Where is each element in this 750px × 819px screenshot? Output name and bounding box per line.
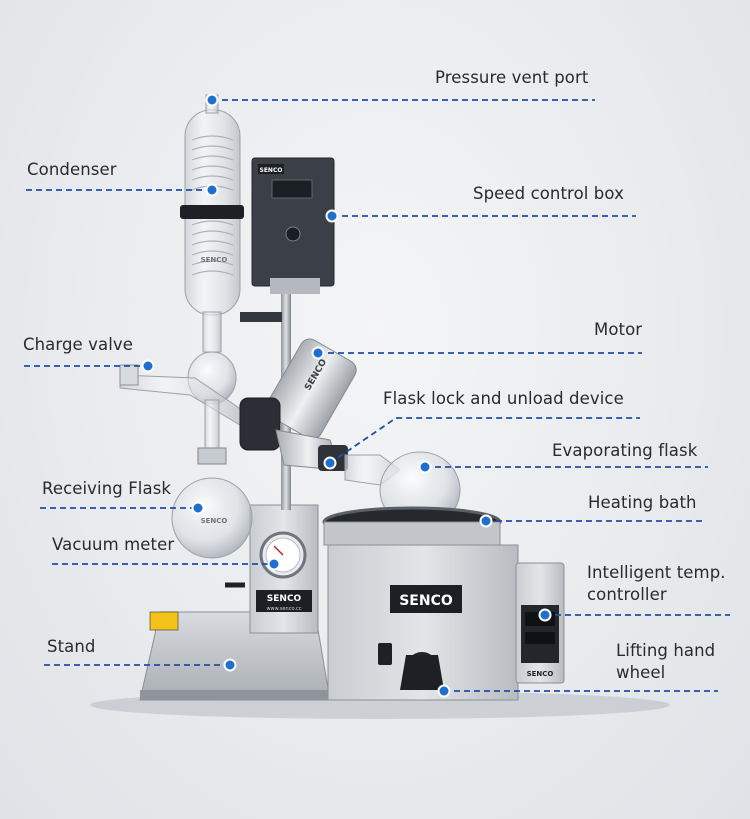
- stand-base-edge: [140, 690, 330, 700]
- marker-stand: [223, 658, 237, 672]
- condenser-logo: SENCO: [201, 256, 228, 264]
- label-intelligent-temp-line2: controller: [587, 585, 667, 604]
- marker-pressure-vent-port: [205, 93, 219, 107]
- label-heating-bath: Heating bath: [588, 493, 697, 512]
- label-evaporating-flask: Evaporating flask: [552, 441, 698, 460]
- label-lifting-line2: wheel: [616, 663, 666, 682]
- marker-flask-lock: [323, 456, 337, 470]
- charge-valve-tap: [119, 364, 139, 386]
- bath-label-plate: [390, 585, 462, 613]
- marker-motor: [311, 346, 325, 360]
- leader-flask-lock: [329, 417, 640, 464]
- controlbox-mount: [270, 278, 320, 294]
- controlbox-logo: SENCO: [260, 167, 283, 174]
- receiving-flask: [171, 477, 253, 559]
- marker-heating-bath: [479, 514, 493, 528]
- column-website: www.senco.cc: [266, 606, 301, 612]
- label-receiving-flask: Receiving Flask: [42, 479, 172, 498]
- marker-lifting-hand-wheel: [437, 684, 451, 698]
- marker-intelligent-temp: [538, 608, 552, 622]
- column-label-plate: [256, 590, 312, 612]
- label-condenser: Condenser: [27, 160, 117, 179]
- label-motor: Motor: [594, 320, 643, 339]
- warning-sticker: [149, 611, 179, 631]
- receiving-flask-logo: SENCO: [201, 517, 228, 525]
- condenser-arm-clamp: [240, 312, 282, 322]
- condenser-clamp: [180, 205, 244, 219]
- marker-evaporating-flask: [418, 460, 432, 474]
- label-lifting-hand-wheel: Lifting hand wheel: [616, 640, 715, 684]
- label-stand: Stand: [47, 637, 96, 656]
- marker-charge-valve: [141, 359, 155, 373]
- bath-logo: SENCO: [399, 593, 453, 609]
- column-logo: SENCO: [267, 594, 302, 604]
- controller-logo: SENCO: [527, 670, 554, 678]
- label-speed-control-box: Speed control box: [473, 184, 624, 203]
- marker-condenser: [205, 183, 219, 197]
- label-flask-lock: Flask lock and unload device: [383, 389, 624, 408]
- label-intelligent-temp: Intelligent temp. controller: [587, 562, 726, 606]
- marker-vacuum-meter: [267, 557, 281, 571]
- motor-assembly: SENCO: [239, 338, 357, 471]
- bath-switch: [378, 643, 392, 665]
- label-lifting-line1: Lifting hand: [616, 641, 716, 660]
- receiving-clamp: [197, 447, 227, 465]
- label-charge-valve: Charge valve: [23, 335, 134, 354]
- label-pressure-vent-port: Pressure vent port: [435, 68, 589, 87]
- label-vacuum-meter: Vacuum meter: [52, 535, 175, 554]
- label-intelligent-temp-line1: Intelligent temp.: [587, 563, 726, 582]
- motor-lock-nut: [239, 397, 281, 451]
- marker-speed-control-box: [325, 209, 339, 223]
- marker-receiving-flask: [191, 501, 205, 515]
